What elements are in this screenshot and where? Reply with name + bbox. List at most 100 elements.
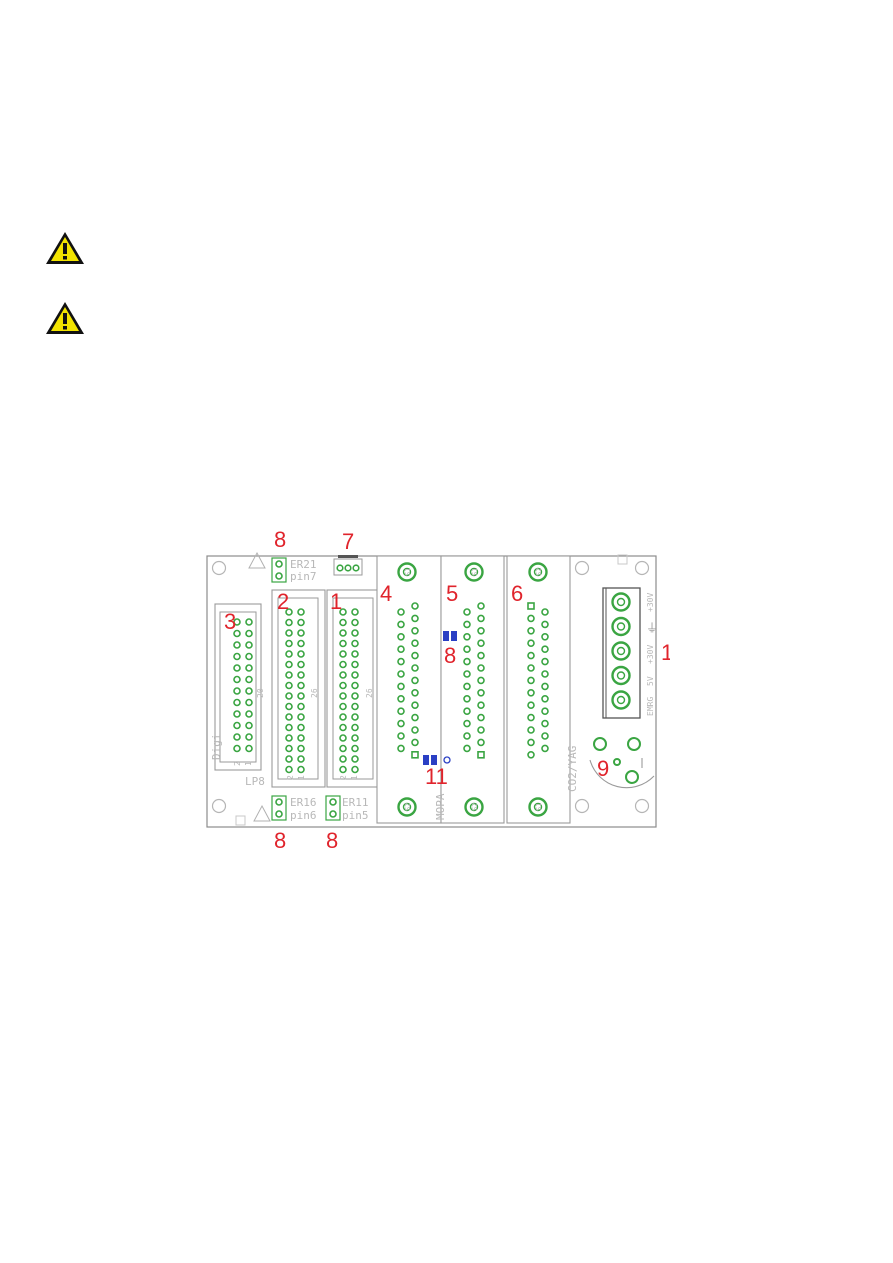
pin-pad: [245, 618, 253, 626]
pin-pad: [411, 639, 419, 648]
pin-pad: [285, 692, 293, 700]
pin-pad: [285, 671, 293, 679]
pin-pad: [411, 726, 419, 734]
pin-pad: [351, 660, 359, 669]
silk-s2: S2: [535, 568, 543, 576]
pin-pad: [351, 692, 359, 700]
pin-pad: [541, 732, 549, 740]
pin-pad: [411, 614, 419, 623]
pin-pad: [245, 698, 253, 707]
connector-3-digi: [214, 603, 262, 771]
silk-s2: S2: [471, 803, 479, 811]
round-connector-pin: [625, 770, 639, 784]
silk-s1: S1: [471, 568, 479, 576]
pin-pad: [411, 676, 419, 685]
pin-pad: [527, 639, 535, 648]
pin-pad: [527, 676, 535, 685]
pin-pad: [285, 702, 293, 711]
pin-pad: [297, 671, 305, 679]
pin-pad: [329, 810, 337, 818]
pin-pad: [351, 650, 359, 658]
callout-4: 4: [380, 581, 392, 606]
pin-pad: [411, 701, 419, 710]
pin-pad: [463, 682, 471, 691]
silk-pin1: 1: [297, 775, 306, 780]
pin-pad: [397, 608, 405, 616]
pin-pad: [477, 651, 485, 660]
silk-er16: ER16: [290, 796, 317, 809]
silk-er11: ER11: [342, 796, 369, 809]
pin-pad: [541, 744, 549, 753]
pin-pad: [297, 765, 305, 774]
pin-pad: [344, 564, 352, 572]
pin-pad: [233, 641, 241, 649]
silk-s1: S1: [404, 568, 412, 576]
pin-pad: [463, 608, 471, 616]
callout-2: 2: [277, 589, 289, 614]
pin-pad: [339, 692, 347, 700]
pin-pad: [245, 744, 253, 753]
pin-pad: [233, 733, 241, 741]
pin-pad: [233, 652, 241, 661]
silk-26a: 26: [310, 688, 319, 698]
callout-8: 8: [274, 527, 286, 552]
pin-pad: [285, 765, 293, 774]
pin-pad: [339, 639, 347, 648]
pin-pad: [245, 641, 253, 649]
silk-pin2: 2: [233, 761, 242, 766]
pin-pad: [527, 713, 535, 722]
pin-pad: [285, 608, 293, 616]
pin-pad: [411, 713, 419, 722]
pin-pad: [541, 632, 549, 641]
pin-pad: [339, 702, 347, 711]
pin-pad: [275, 560, 283, 568]
pin-pad: [297, 692, 305, 700]
pin-pad: [233, 675, 241, 684]
pin-pad: [351, 765, 359, 774]
pin-pad: [245, 710, 253, 718]
pin-pad: [351, 713, 359, 721]
pin-pad: [463, 632, 471, 641]
pin-pad: [297, 702, 305, 711]
pin-pad: [297, 618, 305, 627]
pin-pad: [275, 572, 283, 580]
silk-30v: +30V: [646, 645, 655, 664]
pin-pad: [297, 608, 305, 616]
mounting-hole: [634, 560, 650, 576]
silk-emrg: EMRG: [646, 697, 655, 716]
pin-pad: [397, 719, 405, 728]
pin-pad: [336, 564, 344, 572]
pin-pad: [351, 723, 359, 732]
round-connector-pin: [627, 737, 641, 751]
pin-pad: [285, 723, 293, 732]
mounting-hole: [574, 798, 590, 814]
silk-pin2: 2: [339, 775, 348, 780]
pin-pad: [477, 676, 485, 685]
pin-pad: [351, 639, 359, 648]
pin-pad: [245, 733, 253, 741]
pin-pad: [339, 629, 347, 637]
pin-pad: [477, 639, 485, 648]
pcb-board-diagram: ER21 pin7 ER16 pin6 ER11 pin5 LP8 Digi 2…: [206, 527, 670, 853]
pin-pad: [527, 688, 535, 697]
pin-pad: [541, 670, 549, 678]
pin-pad: [233, 721, 241, 730]
pin-pad: [339, 734, 347, 742]
terminal-block-10: [602, 587, 641, 719]
callout-10: 10: [661, 640, 670, 665]
pin-pad: [352, 564, 360, 572]
pin-pad: [285, 744, 293, 753]
pin-pad: [297, 681, 305, 690]
callout-8: 8: [444, 643, 456, 668]
pin-pad: [411, 664, 419, 672]
pin-pad: [397, 744, 405, 753]
pin-pad: [297, 734, 305, 742]
pin-pad: [339, 723, 347, 732]
pin-pad: [477, 713, 485, 722]
pin-pad: [411, 602, 419, 610]
pin-pad: [285, 629, 293, 637]
silk-pin5: pin5: [342, 809, 369, 822]
pin-pad: [297, 650, 305, 658]
jumper-er16: [271, 795, 287, 821]
pin-pad: [477, 726, 485, 734]
